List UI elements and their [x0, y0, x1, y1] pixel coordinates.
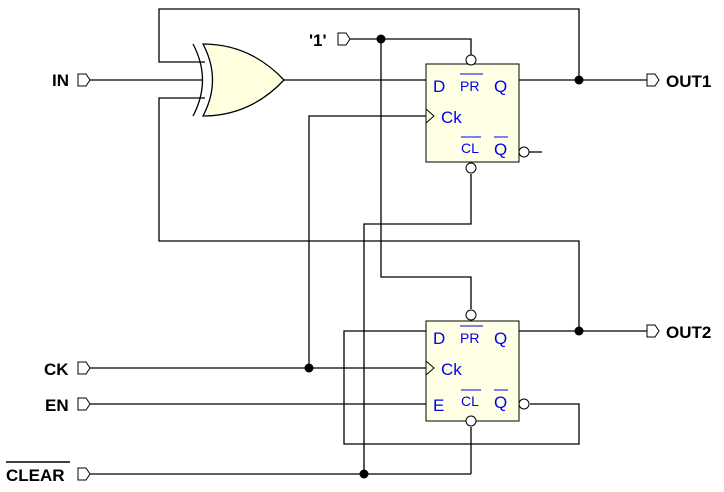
junction-one — [376, 34, 386, 44]
port-in — [77, 73, 91, 87]
flipflop-1-d: D — [433, 77, 445, 96]
wire-out1-feedback-top — [158, 8, 580, 80]
xor-body — [201, 43, 285, 117]
xor-extra-curve — [192, 43, 204, 117]
wire-one-pr2 — [380, 39, 472, 309]
junctions — [304, 34, 584, 479]
flipflop-2-e: E — [433, 396, 444, 415]
flipflop-2-body — [425, 320, 520, 422]
flipflop-2-d: D — [433, 329, 445, 348]
junction-out2 — [574, 326, 584, 336]
wires — [90, 8, 647, 475]
wire-out2-feedback — [158, 97, 580, 331]
label-ck: CK — [44, 360, 69, 379]
flipflop-2-qbar-bubble — [518, 398, 530, 410]
flipflop-1-body — [425, 63, 520, 163]
port-out1 — [646, 73, 660, 87]
wire-one-pr1 — [350, 38, 472, 56]
flipflop-1-cl-bubble — [465, 162, 477, 174]
port-en — [77, 397, 91, 411]
ports: IN '1' CK EN CLEAR OUT1 OUT2 — [6, 31, 711, 485]
label-one: '1' — [309, 31, 327, 50]
junction-clear — [359, 469, 369, 479]
wire-qbar2-feedback — [343, 330, 580, 445]
flipflop-2-ck: Ck — [441, 360, 462, 379]
flipflop-1-q: Q — [494, 77, 507, 96]
label-out2: OUT2 — [666, 323, 711, 342]
flipflop-1-pr: PR — [460, 78, 479, 94]
wire-cl1 — [363, 174, 472, 474]
flipflop-1-clock-triangle — [425, 108, 435, 124]
flipflop-2-pr: PR — [460, 330, 479, 346]
port-clear — [77, 467, 91, 481]
wire-ck-to-ff1 — [308, 115, 426, 368]
flipflop-2-cl: CL — [461, 393, 479, 409]
flipflop-2-q: Q — [494, 329, 507, 348]
flipflop-1-qbar: Q — [494, 140, 507, 159]
flipflop-2: D PR Q Ck E CL Q — [425, 309, 530, 427]
flipflop-2-clock-triangle — [425, 360, 435, 376]
flipflop-1-ck: Ck — [441, 108, 462, 127]
port-one — [337, 32, 351, 46]
junction-ck — [304, 363, 314, 373]
flipflop-1-pr-bubble — [465, 54, 477, 66]
port-out2 — [646, 324, 660, 338]
flipflop-2-qbar: Q — [494, 393, 507, 412]
xor-gate — [192, 43, 285, 117]
junction-out1 — [574, 75, 584, 85]
flipflop-1-cl: CL — [461, 140, 479, 156]
flipflop-1: D PR Q Ck CL Q — [425, 54, 530, 174]
flipflop-2-pr-bubble — [465, 309, 477, 321]
port-ck — [77, 361, 91, 375]
flipflop-1-qbar-bubble — [518, 146, 530, 158]
label-out1: OUT1 — [666, 72, 711, 91]
flipflop-2-cl-bubble — [465, 415, 477, 427]
label-in: IN — [52, 71, 69, 90]
label-en: EN — [45, 396, 69, 415]
label-clear: CLEAR — [6, 466, 65, 485]
